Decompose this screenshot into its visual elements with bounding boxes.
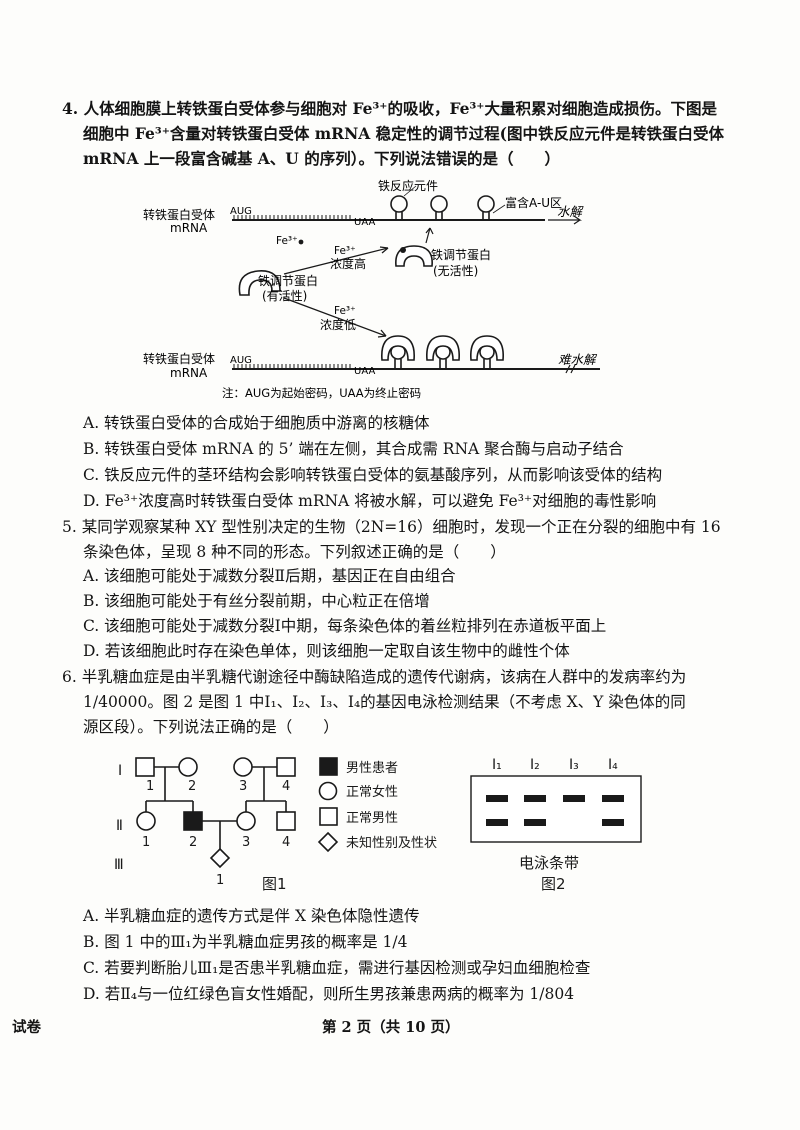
lane-label-1: I₁ bbox=[492, 757, 502, 773]
q4-option-d: D. Fe³⁺浓度高时转铁蛋白受体 mRNA 将被水解，可以避免 Fe³⁺对细胞… bbox=[83, 492, 657, 510]
generation-label-3: Ⅲ bbox=[114, 857, 124, 873]
legend-affected-male: 男性患者 bbox=[346, 761, 398, 776]
gen2-female-1 bbox=[136, 811, 156, 831]
q4-stem-line-2: 细胞中 Fe³⁺含量对转铁蛋白受体 mRNA 稳定性的调节过程(图中铁反应元件是… bbox=[83, 124, 724, 143]
gel-band-r1-l4 bbox=[602, 795, 624, 802]
au-rich-region-label: 富含A-U区 bbox=[505, 195, 562, 210]
gel-band-r2-l1 bbox=[486, 819, 508, 826]
top-mrna-bases bbox=[233, 215, 351, 220]
legend-normal-female: 正常女性 bbox=[346, 784, 398, 800]
fe-ion-label: Fe³⁺ bbox=[276, 235, 298, 247]
gen2-num-1: 1 bbox=[142, 835, 150, 850]
gen2-num-4: 4 bbox=[282, 835, 290, 850]
q6-stem-line-3: 源区段）。下列说法正确的是（ ） bbox=[83, 718, 339, 736]
figure-note: 注：AUG为起始密码，UAA为终止密码 bbox=[222, 386, 421, 400]
q4-option-c: C. 铁反应元件的茎环结构会影响转铁蛋白受体的氨基酸序列，从而影响该受体的结构 bbox=[83, 466, 663, 484]
q5-option-b: B. 该细胞可能处于有丝分裂前期，中心粒正在倍增 bbox=[83, 592, 430, 610]
q4-stem-line-3: mRNA 上一段富含碱基 A、U 的序列）。下列说法错误的是（ ） bbox=[83, 149, 560, 168]
hydrolysis-arrow bbox=[548, 215, 582, 225]
bottom-mrna-label-1: 转铁蛋白受体 bbox=[143, 351, 215, 366]
fe-low-label-2: 浓度低 bbox=[320, 317, 356, 332]
lane-label-3: I₃ bbox=[569, 757, 579, 773]
hydrolysis-label: 水解 bbox=[557, 204, 585, 219]
inactive-protein-label-1: 铁调节蛋白 bbox=[431, 247, 491, 262]
gen1-num-3: 3 bbox=[239, 779, 247, 794]
arrow-to-high bbox=[283, 247, 389, 275]
q5-stem-line-1: 5. 某同学观察某种 XY 型性别决定的生物（2N=16）细胞时，发现一个正在分… bbox=[62, 518, 721, 536]
bottom-mrna-label-2: mRNA bbox=[170, 366, 208, 380]
gen3-num-1: 1 bbox=[216, 873, 224, 888]
top-stop-codon: UAA bbox=[354, 217, 375, 228]
gen1-num-1: 1 bbox=[146, 779, 154, 794]
active-protein-label-1: 铁调节蛋白 bbox=[258, 273, 318, 288]
band-group bbox=[486, 795, 624, 826]
bottom-mrna-bases bbox=[233, 364, 351, 369]
top-mrna-label-1: 转铁蛋白受体 bbox=[143, 207, 215, 222]
legend-normal-male: 正常男性 bbox=[346, 811, 398, 826]
bottom-stem-loops-with-protein bbox=[381, 335, 504, 369]
gel-band-r2-l4 bbox=[602, 819, 624, 826]
lane-label-2: I₂ bbox=[530, 757, 540, 773]
gen2-num-2: 2 bbox=[189, 835, 197, 850]
fe-low-label-1: Fe³⁺ bbox=[334, 305, 356, 317]
gen1-num-2: 2 bbox=[188, 779, 196, 794]
iron-response-element-label: 铁反应元件 bbox=[378, 178, 438, 193]
top-stem-loops bbox=[390, 195, 495, 220]
generation-label-1: Ⅰ bbox=[118, 763, 122, 779]
q6-stem-line-1: 6. 半乳糖血症是由半乳糖代谢途径中酶缺陷造成的遗传代谢病，该病在人群中的发病率… bbox=[62, 668, 687, 686]
q6-option-b: B. 图 1 中的Ⅲ₁为半乳糖血症男孩的概率是 1/4 bbox=[83, 933, 408, 951]
q4-option-a: A. 转铁蛋白受体的合成始于细胞质中游离的核糖体 bbox=[83, 414, 430, 432]
hydrolysis-blocked-mark bbox=[565, 364, 576, 374]
gen2-male-4 bbox=[276, 811, 296, 831]
gel-band-r1-l1 bbox=[486, 795, 508, 802]
gel-band-r2-l2 bbox=[524, 819, 546, 826]
q4-option-b: B. 转铁蛋白受体 mRNA 的 5’ 端在左侧，其合成需 RNA 聚合酶与启动… bbox=[83, 440, 624, 458]
generation-label-2: Ⅱ bbox=[116, 818, 123, 834]
q5-stem-line-2: 条染色体，呈现 8 种不同的形态。下列叙述正确的是（ ） bbox=[83, 543, 506, 561]
legend-normal-male-icon bbox=[319, 807, 338, 826]
fe-high-label-1: Fe³⁺ bbox=[334, 245, 356, 257]
electrophoresis-figure: I₁ I₂ I₃ I₄ 电泳条带 图2 bbox=[470, 757, 642, 893]
legend-unknown: 未知性别及性状 bbox=[346, 835, 437, 851]
gel-box-label: 电泳条带 bbox=[519, 854, 579, 872]
gen3-unknown-1 bbox=[209, 847, 231, 869]
figure-1-caption: 图1 bbox=[262, 875, 287, 893]
q6-stem-line-2: 1/40000。图 2 是图 1 中Ⅰ₁、Ⅰ₂、Ⅰ₃、Ⅰ₄的基因电泳检测结果（不… bbox=[83, 693, 686, 711]
bottom-stop-codon: UAA bbox=[354, 366, 375, 377]
gel-band-r1-l2 bbox=[524, 795, 546, 802]
pedigree-figure: Ⅰ Ⅱ Ⅲ 1 2 3 4 1 2 3 4 bbox=[114, 757, 437, 893]
q6-option-a: A. 半乳糖血症的遗传方式是伴 X 染色体隐性遗传 bbox=[83, 907, 420, 925]
fe-high-label-2: 浓度高 bbox=[330, 256, 366, 271]
fe-ion-dot bbox=[298, 239, 304, 245]
legend-normal-female-icon bbox=[318, 781, 338, 801]
q5-option-a: A. 该细胞可能处于减数分裂Ⅱ后期，基因正在自由组合 bbox=[83, 567, 456, 585]
q4-stem-line-1: 4. 人体细胞膜上转铁蛋白受体参与细胞对 Fe³⁺的吸收，Fe³⁺大量积累对细胞… bbox=[62, 99, 717, 118]
lane-label-4: I₄ bbox=[608, 757, 618, 773]
q4-mrna-regulation-figure: 转铁蛋白受体 mRNA AUG UAA 铁反应元件 富含A-U区 水解 Fe³⁺… bbox=[143, 178, 600, 400]
arrow-to-low bbox=[283, 297, 387, 337]
legend-unknown-icon bbox=[317, 831, 339, 853]
page-number: 第 2 页（共 10 页） bbox=[322, 1019, 460, 1036]
q5-option-c: C. 该细胞可能处于减数分裂Ⅰ中期，每条染色体的着丝粒排列在赤道板平面上 bbox=[83, 617, 607, 635]
gel-box bbox=[470, 775, 642, 843]
hard-to-hydrolyze-label: 难水解 bbox=[558, 352, 598, 367]
figure-2-caption: 图2 bbox=[541, 875, 566, 893]
gel-band-r1-l3 bbox=[563, 795, 585, 802]
active-iron-regulatory-protein-icon bbox=[238, 270, 281, 296]
gen2-num-3: 3 bbox=[242, 835, 250, 850]
footer-left: 试卷 bbox=[12, 1019, 41, 1036]
q5-option-d: D. 若该细胞此时存在染色单体，则该细胞一定取自该生物中的雌性个体 bbox=[83, 642, 570, 660]
top-start-codon: AUG bbox=[230, 206, 252, 217]
gen1-num-4: 4 bbox=[282, 779, 290, 794]
q6-option-d: D. 若Ⅱ₄与一位红绿色盲女性婚配，则所生男孩兼患两病的概率为 1/804 bbox=[83, 985, 575, 1003]
top-mrna-label-2: mRNA bbox=[170, 221, 208, 235]
bottom-start-codon: AUG bbox=[230, 355, 252, 366]
legend-affected-male-icon bbox=[319, 757, 338, 776]
active-protein-label-2: (有活性) bbox=[262, 289, 307, 303]
inactive-protein-label-2: (无活性) bbox=[433, 264, 478, 278]
q6-option-c: C. 若要判断胎儿Ⅲ₁是否患半乳糖血症，需进行基因检测或孕妇血细胞检查 bbox=[83, 959, 591, 977]
